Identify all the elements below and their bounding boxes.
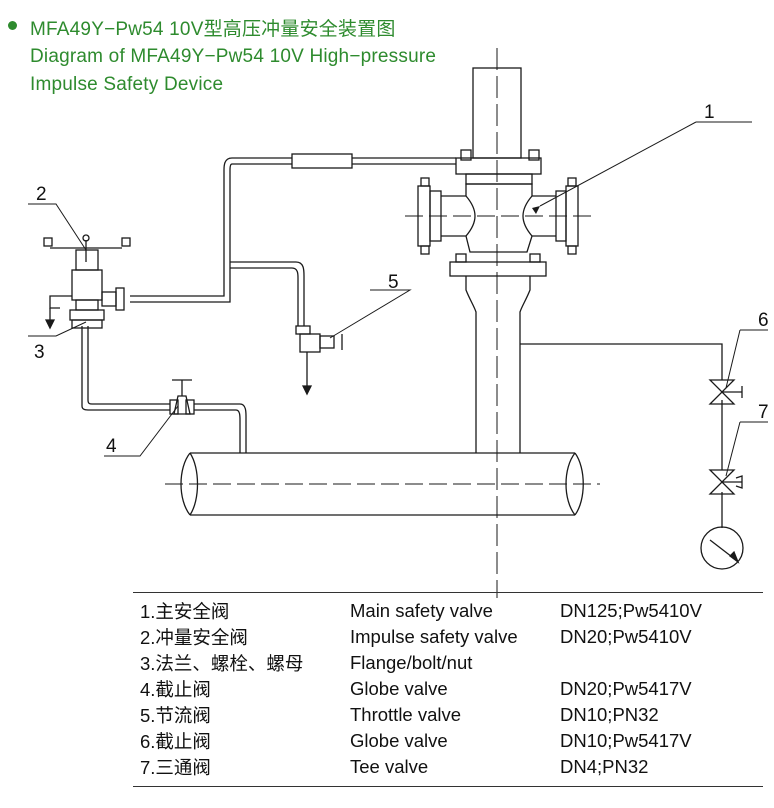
callout-7: 7 bbox=[758, 402, 769, 423]
legend-row: 7.三通阀 Tee valve DN4;PN32 bbox=[140, 754, 760, 780]
legend-row: 4.截止阀 Globe valve DN20;Pw5417V bbox=[140, 676, 760, 702]
callout-leaders bbox=[28, 121, 768, 477]
legend-row: 6.截止阀 Globe valve DN10;Pw5417V bbox=[140, 728, 760, 754]
legend-cn: 4.截止阀 bbox=[140, 679, 211, 700]
legend-en: Impulse safety valve bbox=[350, 626, 518, 647]
globe-valve-4 bbox=[169, 379, 195, 415]
globe-valve-6 bbox=[708, 379, 743, 405]
legend-top-rule bbox=[133, 592, 763, 593]
legend-cn: 2.冲量安全阀 bbox=[140, 627, 248, 648]
legend-en: Tee valve bbox=[350, 756, 429, 777]
main-pipe bbox=[165, 452, 600, 516]
device-diagram: 1 2 3 4 5 6 7 bbox=[28, 48, 769, 598]
title-bullet-icon bbox=[8, 21, 17, 30]
legend-spec: DN10;Pw5417V bbox=[560, 730, 692, 751]
legend-row: 3.法兰、螺栓、螺母 Flange/bolt/nut bbox=[140, 650, 760, 676]
legend-spec bbox=[560, 650, 760, 676]
legend-en: Main safety valve bbox=[350, 600, 493, 621]
legend-spec: DN20;Pw5417V bbox=[560, 678, 692, 699]
legend-spec: DN4;PN32 bbox=[560, 756, 649, 777]
impulse-safety-valve bbox=[43, 234, 131, 330]
legend-cn: 6.截止阀 bbox=[140, 731, 211, 752]
legend-cn: 7.三通阀 bbox=[140, 757, 211, 778]
callout-6: 6 bbox=[758, 310, 769, 331]
legend-cn: 5.节流阀 bbox=[140, 705, 211, 726]
legend-en: Flange/bolt/nut bbox=[350, 652, 473, 673]
legend-row: 2.冲量安全阀 Impulse safety valve DN20;Pw5410… bbox=[140, 624, 760, 650]
legend-en: Globe valve bbox=[350, 678, 448, 699]
main-safety-valve bbox=[405, 48, 595, 598]
legend-en: Throttle valve bbox=[350, 704, 462, 725]
callout-1: 1 bbox=[704, 102, 715, 123]
legend-spec: DN10;PN32 bbox=[560, 704, 659, 725]
legend-en: Globe valve bbox=[350, 730, 448, 751]
legend-table: 1.主安全阀 Main safety valve DN125;Pw5410V 2… bbox=[140, 598, 760, 780]
title-cn: MFA49Y−Pw54 10V型高压冲量安全装置图 bbox=[30, 19, 396, 40]
legend-spec: DN125;Pw5410V bbox=[560, 600, 702, 621]
throttle-valve bbox=[295, 325, 343, 396]
legend-cn: 3.法兰、螺栓、螺母 bbox=[140, 653, 304, 674]
title-en-line2: Impulse Safety Device bbox=[30, 74, 224, 95]
pressure-gauge bbox=[700, 526, 744, 570]
title-en-line1: Diagram of MFA49Y−Pw54 10V High−pressure bbox=[30, 46, 437, 67]
legend-row: 1.主安全阀 Main safety valve DN125;Pw5410V bbox=[140, 598, 760, 624]
legend-spec: DN20;Pw5410V bbox=[560, 626, 692, 647]
legend-row: 5.节流阀 Throttle valve DN10;PN32 bbox=[140, 702, 760, 728]
callout-2: 2 bbox=[36, 184, 47, 205]
legend-cn: 1.主安全阀 bbox=[140, 601, 230, 622]
tee-valve-7 bbox=[708, 469, 743, 495]
legend-bottom-rule bbox=[133, 786, 763, 787]
impulse-piping bbox=[81, 153, 723, 528]
callout-3: 3 bbox=[34, 342, 45, 363]
callout-5: 5 bbox=[388, 272, 399, 293]
callout-4: 4 bbox=[106, 436, 117, 457]
